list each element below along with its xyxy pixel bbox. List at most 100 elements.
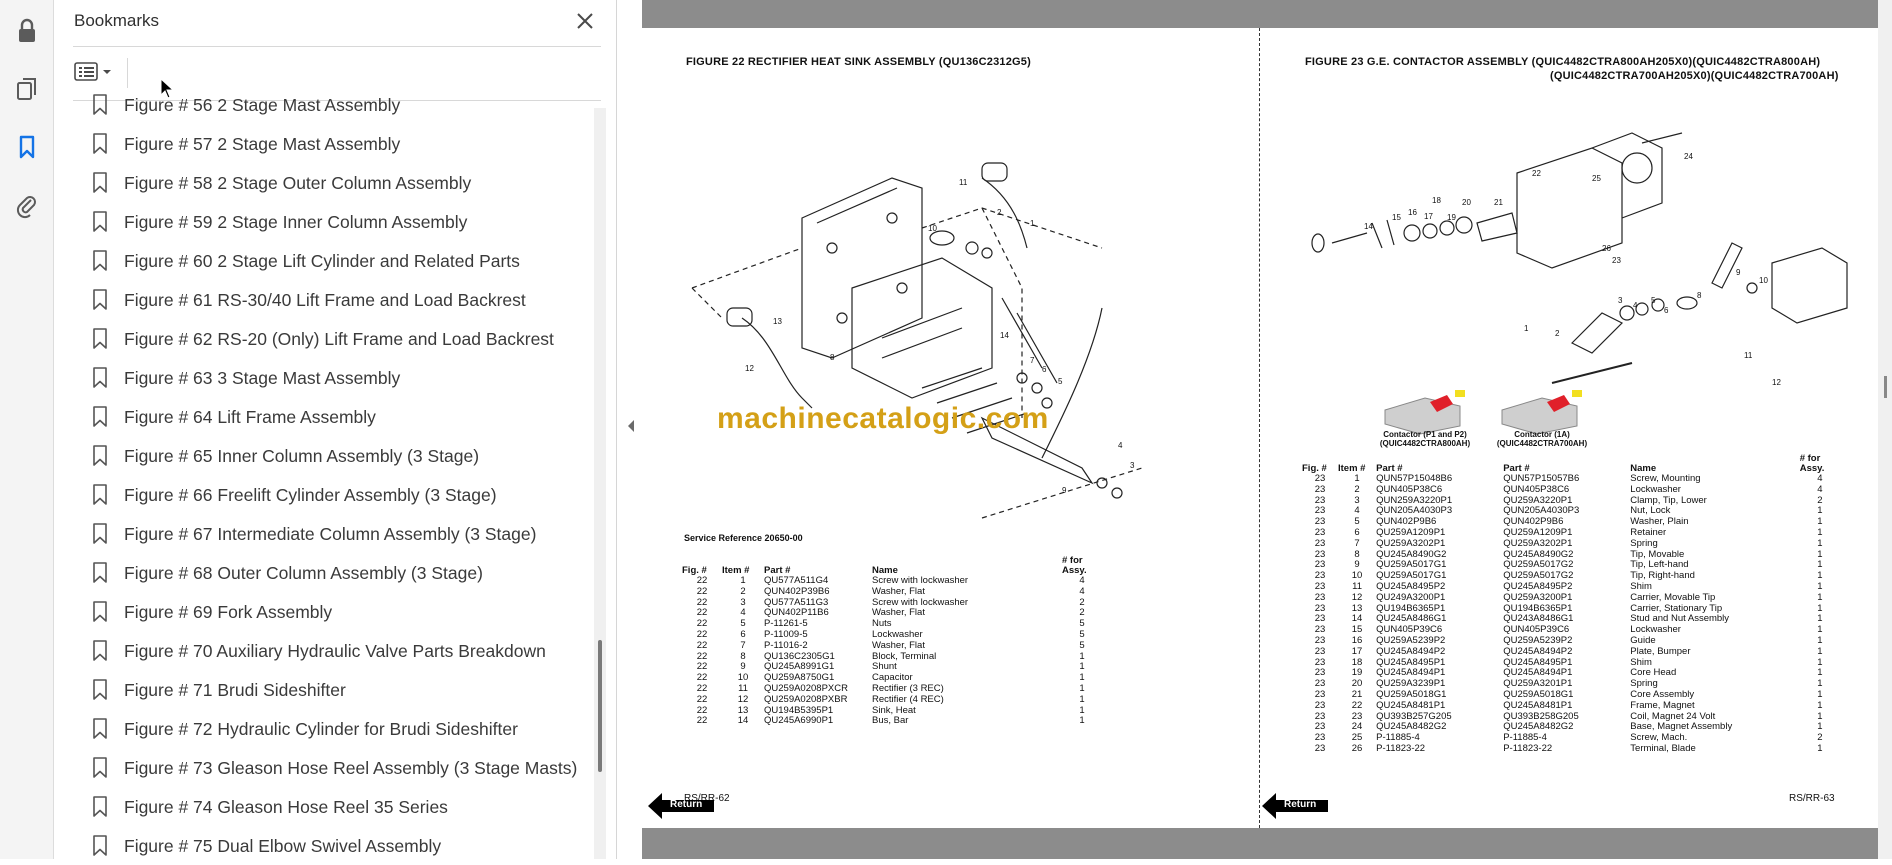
table-cell: 1: [1817, 505, 1823, 517]
table-cell: Nuts: [872, 618, 892, 630]
list-options-button[interactable]: [73, 60, 121, 84]
table-cell: QU245A8495P1: [1503, 656, 1573, 668]
table-cell: 15: [1351, 624, 1363, 636]
bookmark-item[interactable]: Figure # 63 3 Stage Mast Assembly: [73, 358, 589, 397]
bookmark-item[interactable]: Figure # 65 Inner Column Assembly (3 Sta…: [73, 436, 589, 475]
table-cell: 8: [1354, 548, 1360, 560]
attachment-icon[interactable]: [10, 188, 44, 222]
bookmark-icon: [93, 172, 107, 193]
table-cell: 23: [1314, 526, 1326, 538]
bookmark-item[interactable]: Figure # 69 Fork Assembly: [73, 592, 589, 631]
bookmark-scrollbar[interactable]: [594, 108, 606, 859]
table-cell: 4: [1079, 575, 1085, 586]
callout: 13: [773, 317, 782, 326]
return-button[interactable]: Return: [648, 793, 714, 819]
table-cell: Lockwasher: [872, 628, 923, 640]
table-cell: 24: [1351, 721, 1363, 733]
bookmark-label: Figure # 59 2 Stage Inner Column Assembl…: [124, 212, 468, 232]
bookmark-item[interactable]: Figure # 61 RS-30/40 Lift Frame and Load…: [73, 280, 589, 319]
callout: 19: [1447, 213, 1456, 222]
bookmark-item[interactable]: Figure # 57 2 Stage Mast Assembly: [73, 124, 589, 163]
bookmark-item[interactable]: Figure # 71 Brudi Sideshifter: [73, 670, 589, 709]
mouse-cursor-icon: [160, 77, 175, 99]
close-icon[interactable]: [572, 8, 598, 34]
table-cell: Base, Magnet Assembly: [1630, 721, 1733, 733]
bookmark-item[interactable]: Figure # 68 Outer Column Assembly (3 Sta…: [73, 553, 589, 592]
table-cell: 17: [1351, 645, 1363, 657]
return-button[interactable]: Return: [1262, 793, 1328, 819]
callout: 12: [1772, 378, 1781, 387]
collapse-arrow-icon[interactable]: [626, 419, 636, 433]
bookmark-label: Figure # 68 Outer Column Assembly (3 Sta…: [124, 563, 483, 583]
bookmark-item[interactable]: Figure # 60 2 Stage Lift Cylinder and Re…: [73, 241, 589, 280]
table-cell: 23: [1314, 656, 1326, 668]
bookmark-icon: [93, 679, 107, 700]
table-cell: 1: [1817, 613, 1823, 625]
table-cell: 5: [1079, 618, 1085, 630]
divider: [73, 100, 601, 101]
callout: 11: [1744, 351, 1753, 360]
bookmark-label: Figure # 57 2 Stage Mast Assembly: [124, 134, 401, 154]
bookmark-icon: [93, 94, 107, 115]
bookmark-item[interactable]: Figure # 75 Dual Elbow Swivel Assembly: [73, 826, 589, 865]
bookmark-item[interactable]: Figure # 72 Hydraulic Cylinder for Brudi…: [73, 709, 589, 748]
table-cell: 23: [1314, 548, 1326, 560]
table-cell: Bus, Bar: [872, 715, 909, 727]
callout: 22: [1532, 169, 1541, 178]
bookmark-item[interactable]: Figure # 58 2 Stage Outer Column Assembl…: [73, 163, 589, 202]
document-viewport[interactable]: FIGURE 22 RECTIFIER HEAT SINK ASSEMBLY (…: [642, 0, 1878, 859]
bookmark-item[interactable]: Figure # 62 RS-20 (Only) Lift Frame and …: [73, 319, 589, 358]
table-cell: 6: [740, 628, 746, 640]
table-cell: 23: [1314, 678, 1326, 690]
bookmark-item[interactable]: Figure # 73 Gleason Hose Reel Assembly (…: [73, 748, 589, 787]
table-cell: 1: [1817, 688, 1823, 700]
figure-23-title: FIGURE 23 G.E. CONTACTOR ASSEMBLY (QUIC4…: [1305, 56, 1821, 68]
table-cell: 23: [1314, 494, 1326, 506]
table-cell: Retainer: [1630, 526, 1667, 538]
bookmark-item[interactable]: Figure # 66 Freelift Cylinder Assembly (…: [73, 475, 589, 514]
panel-splitter[interactable]: [618, 0, 642, 859]
table-cell: 11: [738, 682, 748, 694]
bookmark-item[interactable]: Figure # 59 2 Stage Inner Column Assembl…: [73, 202, 589, 241]
bookmark-item[interactable]: Figure # 67 Intermediate Column Assembly…: [73, 514, 589, 553]
table-cell: QU259A5239P2: [1503, 634, 1573, 646]
table-cell: QU259A3220P1: [1503, 494, 1573, 506]
bookmark-item[interactable]: Figure # 64 Lift Frame Assembly: [73, 397, 589, 436]
table-cell: 20: [1351, 678, 1363, 690]
table-cell: 22: [696, 682, 708, 694]
table-cell: QU245A8494P1: [1503, 667, 1573, 679]
bookmark-icon[interactable]: [10, 130, 44, 164]
table-cell: Plate, Bumper: [1630, 645, 1691, 657]
table-cell: 9: [740, 661, 746, 673]
table-cell: 1: [1079, 682, 1085, 694]
table-cell: 22: [696, 715, 708, 727]
lock-icon[interactable]: [10, 14, 44, 48]
bookmark-item[interactable]: Figure # 56 2 Stage Mast Assembly: [73, 85, 589, 124]
bookmark-scroll-thumb[interactable]: [598, 640, 602, 772]
bookmark-label: Figure # 58 2 Stage Outer Column Assembl…: [124, 173, 472, 193]
table-cell: QU393B258G205: [1503, 710, 1579, 722]
table-cell: 16: [1351, 634, 1363, 646]
table-cell: 4: [1354, 505, 1360, 517]
callout: 5: [1651, 296, 1656, 305]
bookmark-item[interactable]: Figure # 70 Auxiliary Hydraulic Valve Pa…: [73, 631, 589, 670]
table-cell: QU259A5017G1: [1376, 570, 1447, 582]
table-cell: 22: [696, 618, 708, 630]
pages-icon[interactable]: [10, 72, 44, 106]
table-cell: 1: [1817, 559, 1823, 571]
document-scrollbar[interactable]: [1878, 0, 1892, 859]
bookmark-label: Figure # 63 3 Stage Mast Assembly: [124, 368, 401, 388]
table-cell: 23: [1314, 591, 1326, 603]
table-cell: QU259A5018G1: [1376, 688, 1447, 700]
table-cell: QU259A1209P1: [1376, 526, 1446, 538]
bookmark-item[interactable]: Figure # 74 Gleason Hose Reel 35 Series: [73, 787, 589, 826]
document-scroll-thumb[interactable]: [1884, 376, 1887, 398]
